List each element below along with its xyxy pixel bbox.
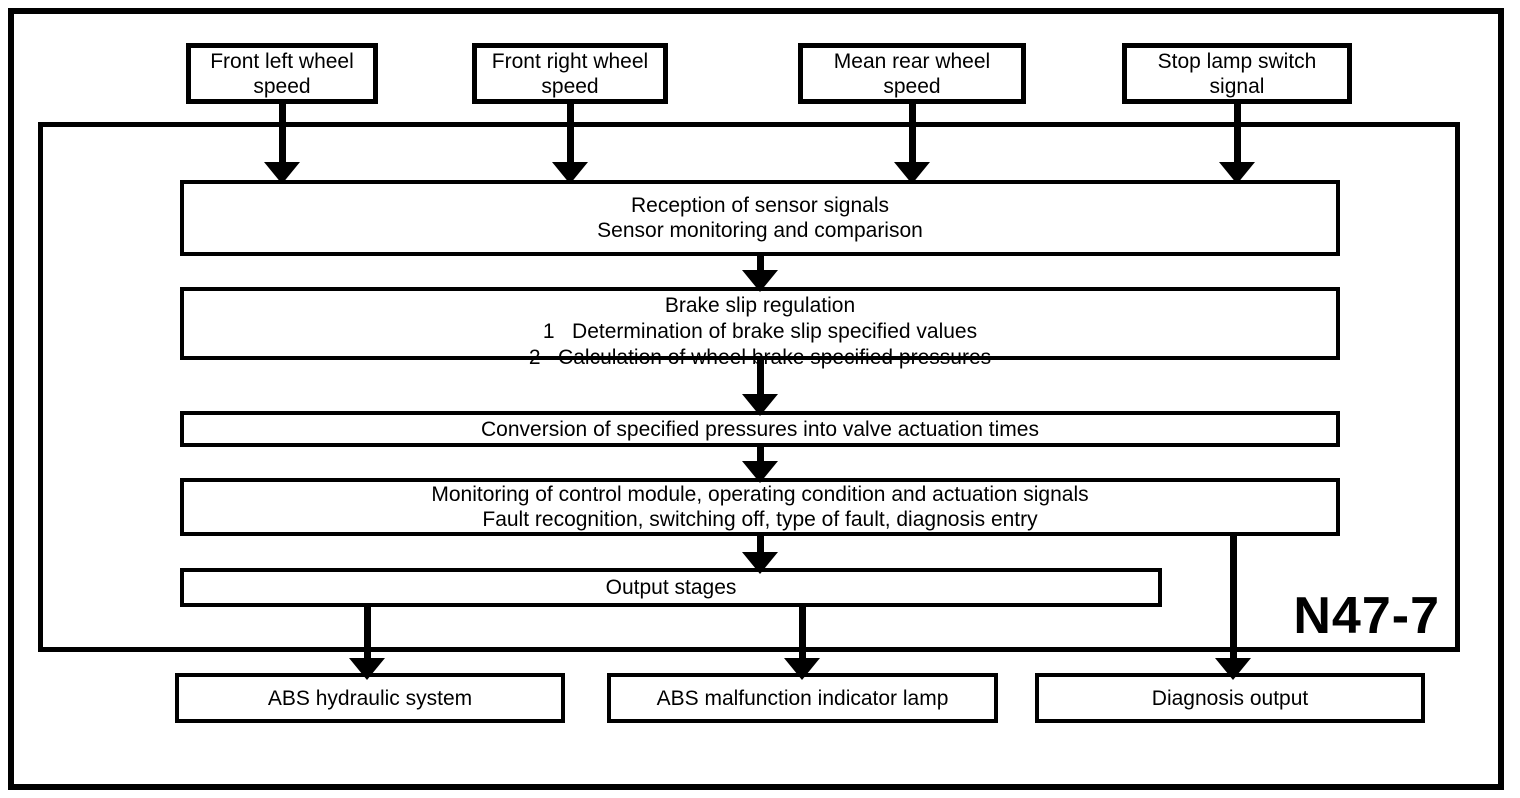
arrow-shaft xyxy=(756,360,764,395)
arrow-shaft xyxy=(1233,104,1241,163)
arrow-shaft xyxy=(756,536,764,553)
arrow-front-right-to-reception xyxy=(552,104,588,184)
arrow-reception-to-brake-slip xyxy=(742,256,778,292)
box-label: Mean rear wheel speed xyxy=(833,49,991,98)
arrow-head-icon xyxy=(264,162,300,184)
arrow-shaft xyxy=(566,104,574,163)
arrow-brake-slip-to-conversion xyxy=(742,360,778,416)
stage-line: 2 Calculation of wheel brake specified p… xyxy=(528,346,992,369)
page-border xyxy=(8,8,1504,790)
box-label: Front right wheel speed xyxy=(491,49,649,98)
arrow-stop-lamp-to-reception xyxy=(1219,104,1255,184)
stage-line: Sensor monitoring and comparison xyxy=(597,219,923,242)
arrow-shaft xyxy=(756,447,764,462)
arrow-mean-rear-to-reception xyxy=(894,104,930,184)
output-box-abs-malfunction-indicator-lamp: ABS malfunction indicator lamp xyxy=(607,673,998,723)
arrow-shaft xyxy=(278,104,286,163)
stage-line: 1 Determination of brake slip specified … xyxy=(542,320,978,343)
box-label: ABS hydraulic system xyxy=(267,686,473,710)
stage-line: Brake slip regulation xyxy=(664,294,856,317)
arrow-head-icon xyxy=(742,394,778,416)
arrow-output-stages-to-hydraulic-system xyxy=(349,607,385,680)
stage-line: Output stages xyxy=(605,576,737,599)
arrow-shaft xyxy=(908,104,916,163)
arrow-head-icon xyxy=(1215,658,1251,680)
arrow-shaft xyxy=(363,607,371,659)
box-label: Diagnosis output xyxy=(1151,686,1309,710)
arrow-conversion-to-monitoring xyxy=(742,447,778,483)
control-module-designation: N47-7 xyxy=(1293,587,1440,645)
stage-brake-slip-regulation: Brake slip regulation 1 Determination of… xyxy=(180,287,1340,369)
arrow-head-icon xyxy=(742,461,778,483)
arrow-head-icon xyxy=(349,658,385,680)
box-label: Stop lamp switch signal xyxy=(1157,49,1317,98)
stage-monitoring: Monitoring of control module, operating … xyxy=(180,478,1340,536)
stage-pressure-conversion: Conversion of specified pressures into v… xyxy=(180,411,1340,447)
arrow-monitoring-to-diagnosis-output xyxy=(1215,536,1251,680)
stage-line: Reception of sensor signals xyxy=(631,194,889,217)
arrow-head-icon xyxy=(552,162,588,184)
box-label: Front left wheel speed xyxy=(210,49,354,98)
input-box-mean-rear-wheel-speed: Mean rear wheel speed xyxy=(798,43,1026,104)
stage-line: Fault recognition, switching off, type o… xyxy=(482,508,1038,531)
stage-sensor-reception: Reception of sensor signals Sensor monit… xyxy=(180,180,1340,256)
input-box-stop-lamp-switch-signal: Stop lamp switch signal xyxy=(1122,43,1352,104)
stage-line: Monitoring of control module, operating … xyxy=(431,483,1089,506)
arrow-head-icon xyxy=(742,270,778,292)
arrow-shaft xyxy=(1229,536,1237,659)
box-label: ABS malfunction indicator lamp xyxy=(656,686,949,710)
input-box-front-right-wheel-speed: Front right wheel speed xyxy=(472,43,668,104)
arrow-head-icon xyxy=(742,552,778,574)
stage-output-stages: Output stages xyxy=(180,568,1162,607)
arrow-output-stages-to-malfunction-lamp xyxy=(784,607,820,680)
output-box-abs-hydraulic-system: ABS hydraulic system xyxy=(175,673,565,723)
arrow-head-icon xyxy=(1219,162,1255,184)
stage-line: Conversion of specified pressures into v… xyxy=(481,417,1039,441)
control-module-boundary xyxy=(38,122,1460,652)
input-box-front-left-wheel-speed: Front left wheel speed xyxy=(186,43,378,104)
arrow-monitoring-to-output-stages xyxy=(742,536,778,574)
output-box-diagnosis-output: Diagnosis output xyxy=(1035,673,1425,723)
arrow-head-icon xyxy=(894,162,930,184)
arrow-head-icon xyxy=(784,658,820,680)
arrow-shaft xyxy=(798,607,806,659)
arrow-front-left-to-reception xyxy=(264,104,300,184)
arrow-shaft xyxy=(756,256,764,271)
